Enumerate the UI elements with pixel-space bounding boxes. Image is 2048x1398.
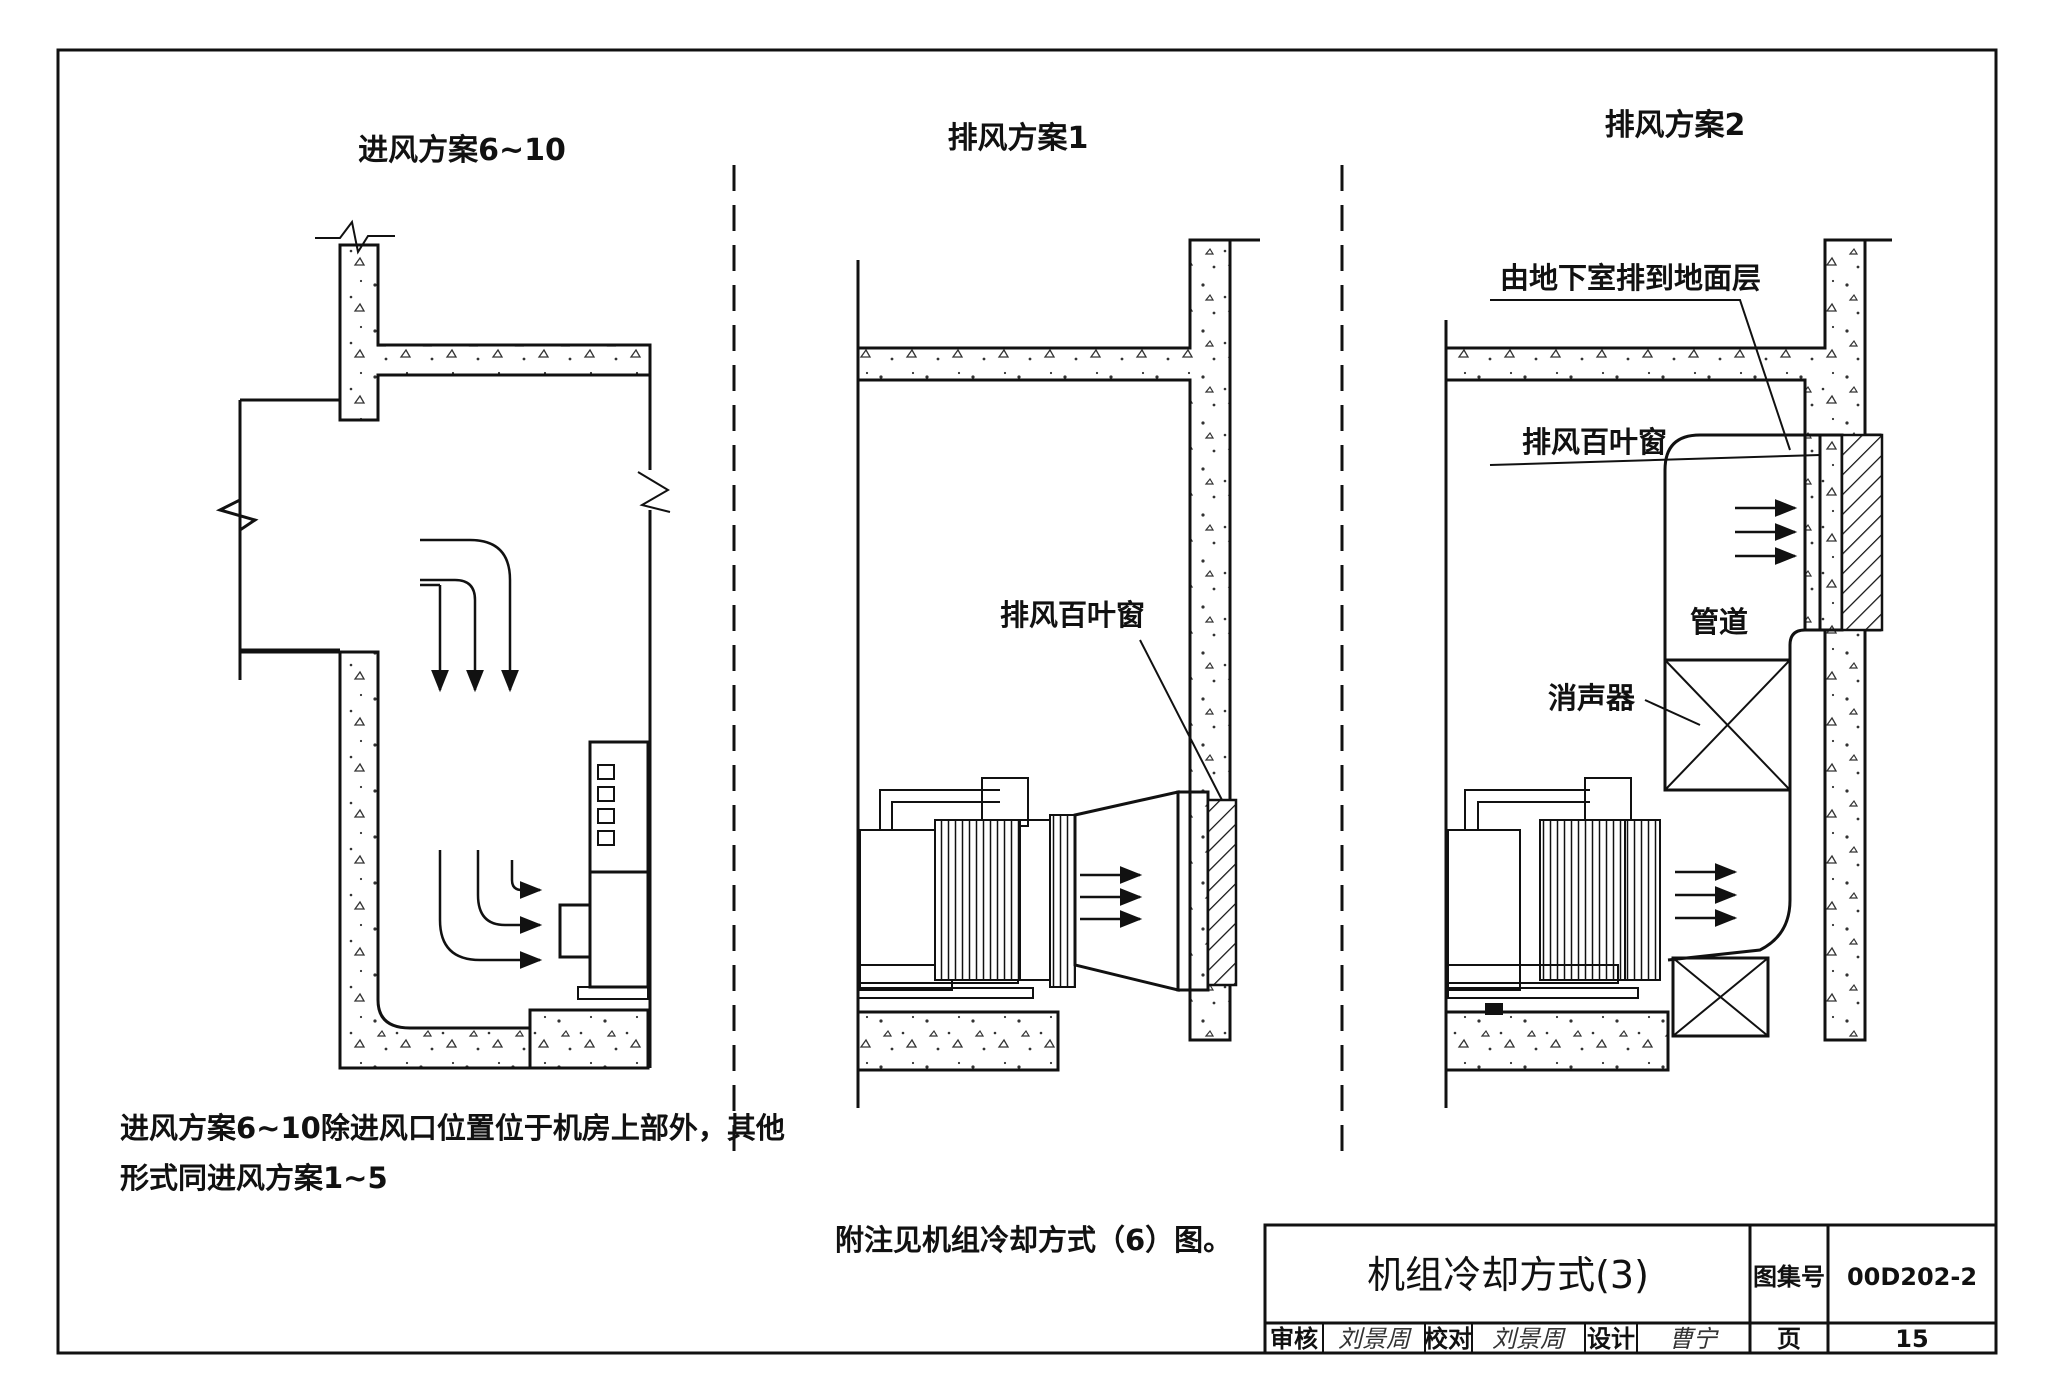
intake-generator-body [588, 870, 650, 989]
drawing-frame [56, 48, 1998, 1355]
exhaust2-engine [1447, 829, 1521, 991]
exhaust2-radiator [1539, 819, 1626, 981]
exhaust2-silencer-label: 消声器 [1548, 681, 1636, 715]
exhaust1-louver-label: 排风百叶窗 [1000, 598, 1145, 632]
intake-scheme-title: 进风方案6~10 [358, 133, 566, 168]
title-block: 机组冷却方式(3) 图集号 00D202-2 审核 刘景周 校对 刘景周 设计 … [1263, 1223, 1998, 1355]
exhaust2-foundation [1444, 1010, 1670, 1072]
intake-foundation [528, 1008, 650, 1070]
intake-scheme-diagram: 进风方案6~10 进风方案6~10除进风口 [120, 133, 785, 1195]
exhaust1-louver [1206, 798, 1238, 987]
exhaust2-louver-label: 排风百叶窗 [1522, 425, 1667, 459]
exhaust-scheme-2-diagram: 排风方案2 由地下室排到地面层 排风百叶窗 [1444, 108, 1892, 1108]
exhaust2-duct-outline [1663, 433, 1820, 780]
intake-airflow-arrow [420, 578, 484, 693]
intake-airflow-arrow [438, 850, 543, 969]
review-signature: 刘景周 [1338, 1325, 1412, 1353]
intake-airflow-arrow [510, 860, 543, 899]
footnote-text: 附注见机组冷却方式（6）图。 [835, 1223, 1232, 1257]
exhaust1-wall [856, 238, 1232, 1042]
intake-airflow-arrow [420, 538, 519, 693]
check-signature: 刘景周 [1492, 1325, 1566, 1353]
exhaust2-wall [1444, 238, 1882, 1042]
exhaust2-basement-leader [1490, 299, 1791, 451]
atlas-number: 00D202-2 [1847, 1263, 1977, 1291]
exhaust-scheme-1-diagram: 排风方案1 排风百叶窗 [856, 121, 1260, 1108]
exhaust1-radiator [934, 819, 1021, 981]
exhaust2-louver [1840, 433, 1884, 632]
page-label: 页 [1777, 1325, 1801, 1353]
page-number: 15 [1895, 1325, 1928, 1353]
exhaust2-damper [1671, 956, 1770, 1038]
exhaust1-transition-duct [1073, 790, 1180, 992]
exhaust2-louver-leader [1489, 454, 1821, 466]
intake-lower-wall [338, 650, 532, 1070]
review-label: 审核 [1270, 1325, 1318, 1353]
exhaust2-fan-motor [1584, 777, 1632, 827]
intake-note-line-2: 形式同进风方案1~5 [120, 1161, 388, 1195]
intake-upper-wall [338, 243, 652, 422]
exhaust2-silencer [1663, 658, 1792, 792]
exhaust2-duct-label: 管道 [1690, 605, 1748, 639]
exhaust2-basement-label: 由地下室排到地面层 [1500, 261, 1761, 295]
intake-generator-inlet [558, 903, 592, 959]
check-label: 校对 [1424, 1325, 1472, 1353]
design-label: 设计 [1587, 1325, 1635, 1353]
intake-right-break [637, 471, 671, 513]
intake-duct-left [215, 400, 340, 652]
exhaust-scheme-1-title: 排风方案1 [948, 121, 1089, 156]
atlas-number-label: 图集号 [1753, 1263, 1825, 1291]
exhaust1-louver-leader [1139, 639, 1223, 801]
exhaust1-foundation [856, 1010, 1060, 1072]
intake-note-line-1: 进风方案6~10除进风口位置位于机房上部外，其他 [120, 1111, 785, 1145]
intake-wall-break [315, 219, 395, 255]
intake-airflow-arrow [476, 850, 543, 934]
drawing-title: 机组冷却方式(3) [1367, 1253, 1649, 1297]
intake-control-panel [588, 740, 650, 874]
exhaust2-silencer-leader [1644, 699, 1701, 726]
design-signature: 曹宁 [1669, 1325, 1719, 1353]
exhaust-scheme-2-title: 排风方案2 [1605, 108, 1746, 143]
